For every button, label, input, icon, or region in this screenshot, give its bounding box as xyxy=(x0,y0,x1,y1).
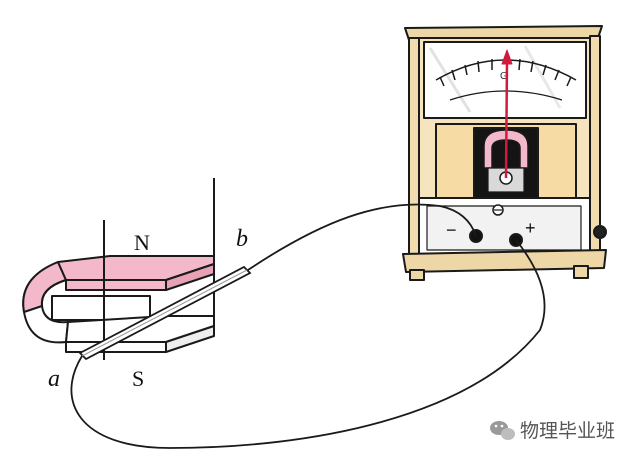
meter-needle xyxy=(504,61,509,179)
meter-side-knob xyxy=(593,225,607,239)
minus-terminal-label: − xyxy=(446,220,457,240)
end-a-label: a xyxy=(48,366,60,392)
watermark: 物理毕业班 xyxy=(490,420,615,442)
meter-base xyxy=(402,249,607,273)
wire-a-to-meter xyxy=(70,239,546,449)
wechat-icon xyxy=(490,421,515,440)
conductor-rod-ab xyxy=(78,265,252,361)
south-pole-label: S xyxy=(132,366,144,391)
watermark-text: 物理毕业班 xyxy=(520,420,615,442)
north-pole-label: N xyxy=(134,230,150,255)
meter-needle-tip xyxy=(501,49,513,65)
plus-terminal-label: + xyxy=(525,218,536,238)
meter-left-post xyxy=(408,37,420,261)
wire-b-to-meter xyxy=(247,203,477,271)
meter-symbol-label: G xyxy=(500,71,508,82)
end-b-label: b xyxy=(236,226,248,252)
galvanometer: G − + xyxy=(402,25,607,281)
meter-scale-ticks xyxy=(439,58,572,87)
